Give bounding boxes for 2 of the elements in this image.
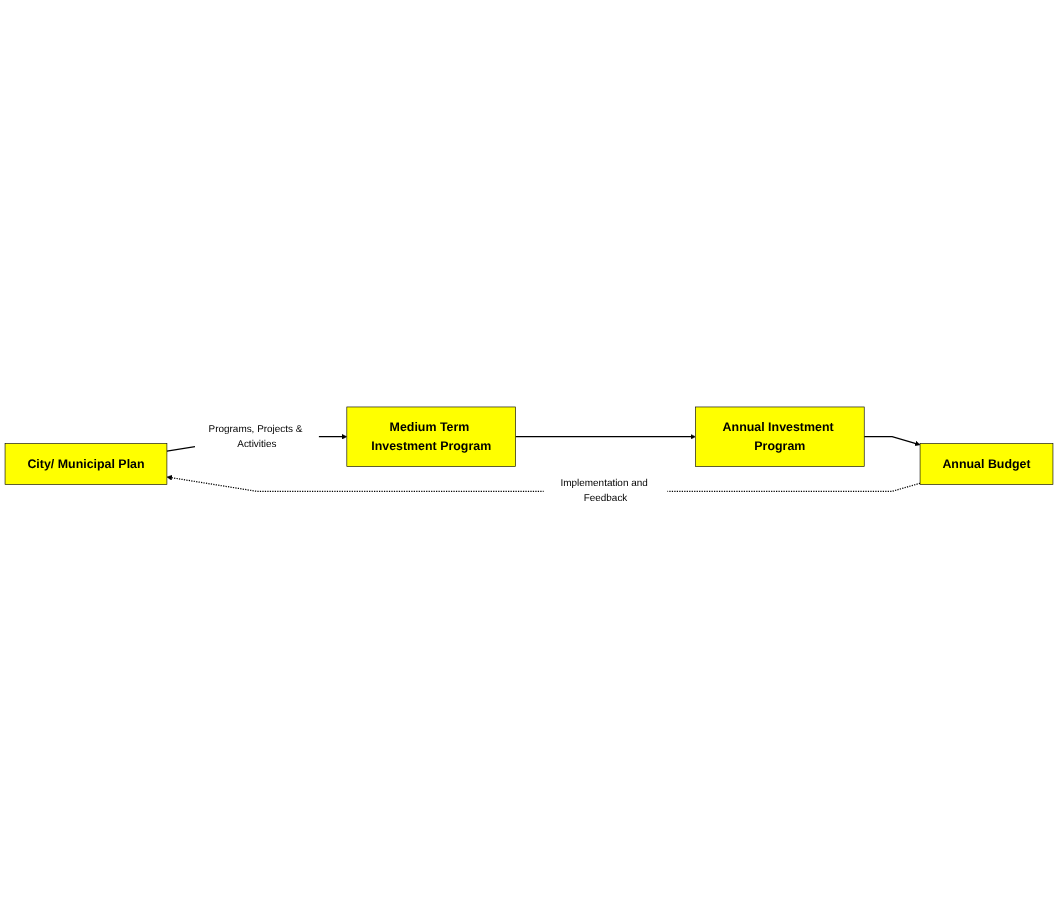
arrow bbox=[863, 436, 921, 447]
arrow bbox=[514, 434, 696, 440]
